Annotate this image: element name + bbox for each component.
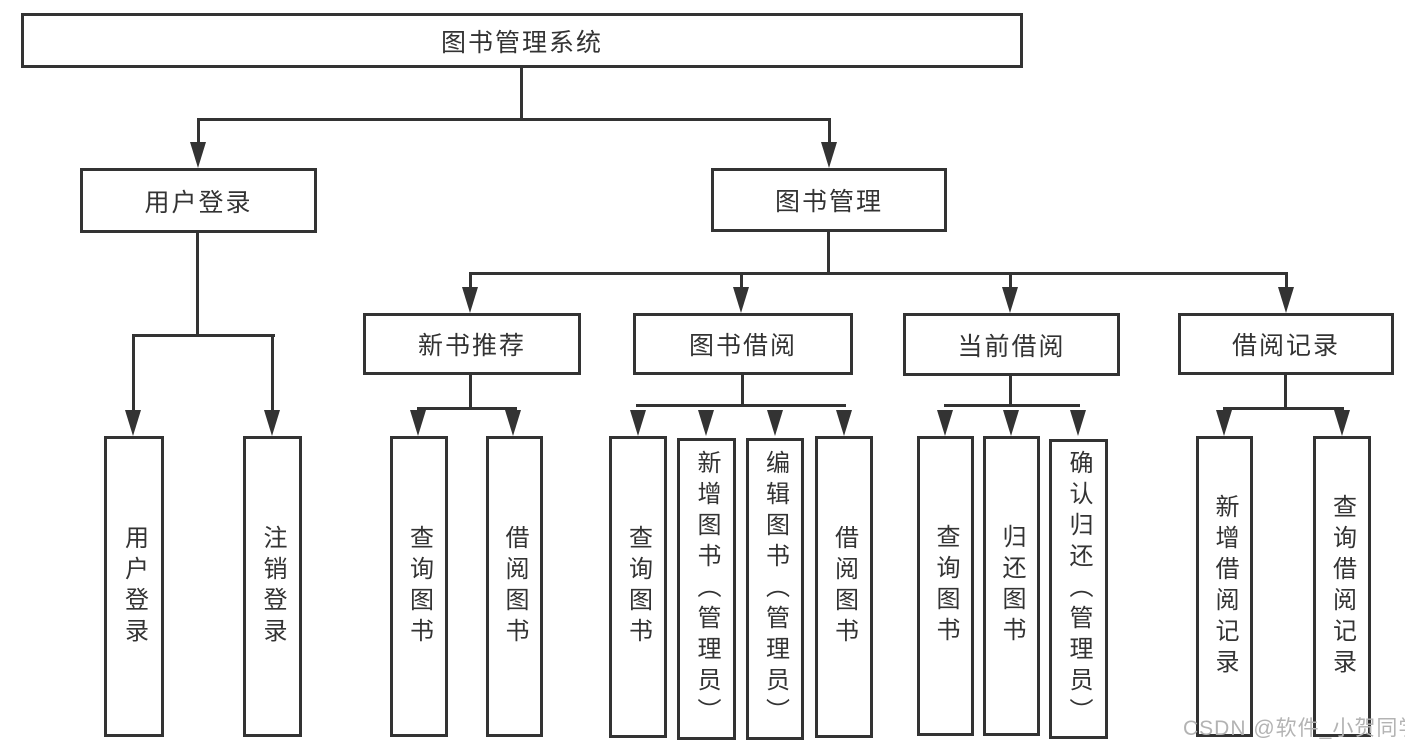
connector-line <box>1009 272 1012 292</box>
node-query-books-borrowing: 查询图书 <box>609 436 667 738</box>
connector-line <box>469 272 472 292</box>
arrow-down-icon <box>836 410 852 436</box>
connector-line <box>469 272 1288 275</box>
connector-line <box>196 233 199 337</box>
arrow-down-icon <box>190 142 206 168</box>
arrow-down-icon <box>937 410 953 436</box>
node-new-book-recommend: 新书推荐 <box>363 313 581 375</box>
arrow-down-icon <box>410 410 426 436</box>
node-return-books: 归还图书 <box>983 436 1040 736</box>
connector-line <box>132 334 275 337</box>
node-add-borrow-record: 新增借阅记录 <box>1196 436 1253 737</box>
arrow-down-icon <box>1070 410 1086 436</box>
arrow-down-icon <box>125 410 141 436</box>
arrow-down-icon <box>698 410 714 436</box>
connector-line <box>1284 375 1287 410</box>
connector-line <box>520 68 523 120</box>
arrow-down-icon <box>1003 410 1019 436</box>
node-logout: 注销登录 <box>243 436 302 737</box>
node-query-books-recommend: 查询图书 <box>390 436 448 737</box>
arrow-down-icon <box>821 142 837 168</box>
node-borrowing-records: 借阅记录 <box>1178 313 1394 375</box>
arrow-down-icon <box>1278 287 1294 313</box>
connector-line <box>944 404 1080 407</box>
connector-line <box>417 407 517 410</box>
arrow-down-icon <box>733 287 749 313</box>
arrow-down-icon <box>1334 410 1350 436</box>
node-query-books-current: 查询图书 <box>917 436 974 736</box>
arrow-down-icon <box>462 287 478 313</box>
arrow-down-icon <box>1216 410 1232 436</box>
node-user-login-leaf: 用户登录 <box>104 436 164 737</box>
connector-line <box>132 334 135 412</box>
connector-line <box>1009 376 1012 407</box>
connector-line <box>741 375 744 407</box>
node-borrow-books-recommend: 借阅图书 <box>486 436 543 737</box>
arrow-down-icon <box>767 410 783 436</box>
csdn-watermark: CSDN @软件_小贺同学 <box>1183 717 1405 740</box>
connector-line <box>197 118 831 121</box>
node-confirm-return-admin: 确认归还（管理员） <box>1049 439 1108 739</box>
node-book-borrowing: 图书借阅 <box>633 313 853 375</box>
node-current-borrowing: 当前借阅 <box>903 313 1120 376</box>
connector-line <box>740 272 743 292</box>
arrow-down-icon <box>1002 287 1018 313</box>
connector-line <box>469 375 472 410</box>
node-user-login: 用户登录 <box>80 168 317 233</box>
connector-line <box>1285 272 1288 292</box>
node-library-management-system: 图书管理系统 <box>21 13 1023 68</box>
node-borrow-books-leaf: 借阅图书 <box>815 436 873 738</box>
node-edit-books-admin: 编辑图书（管理员） <box>746 438 804 740</box>
connector-line <box>828 118 831 146</box>
node-add-books-admin: 新增图书（管理员） <box>677 438 736 740</box>
arrow-down-icon <box>264 410 280 436</box>
connector-line <box>197 118 200 146</box>
connector-line <box>271 334 274 412</box>
arrow-down-icon <box>630 410 646 436</box>
connector-line <box>636 404 846 407</box>
node-query-borrow-record: 查询借阅记录 <box>1313 436 1371 737</box>
node-book-management: 图书管理 <box>711 168 947 232</box>
connector-line <box>827 232 830 275</box>
connector-line <box>1223 407 1344 410</box>
arrow-down-icon <box>505 410 521 436</box>
